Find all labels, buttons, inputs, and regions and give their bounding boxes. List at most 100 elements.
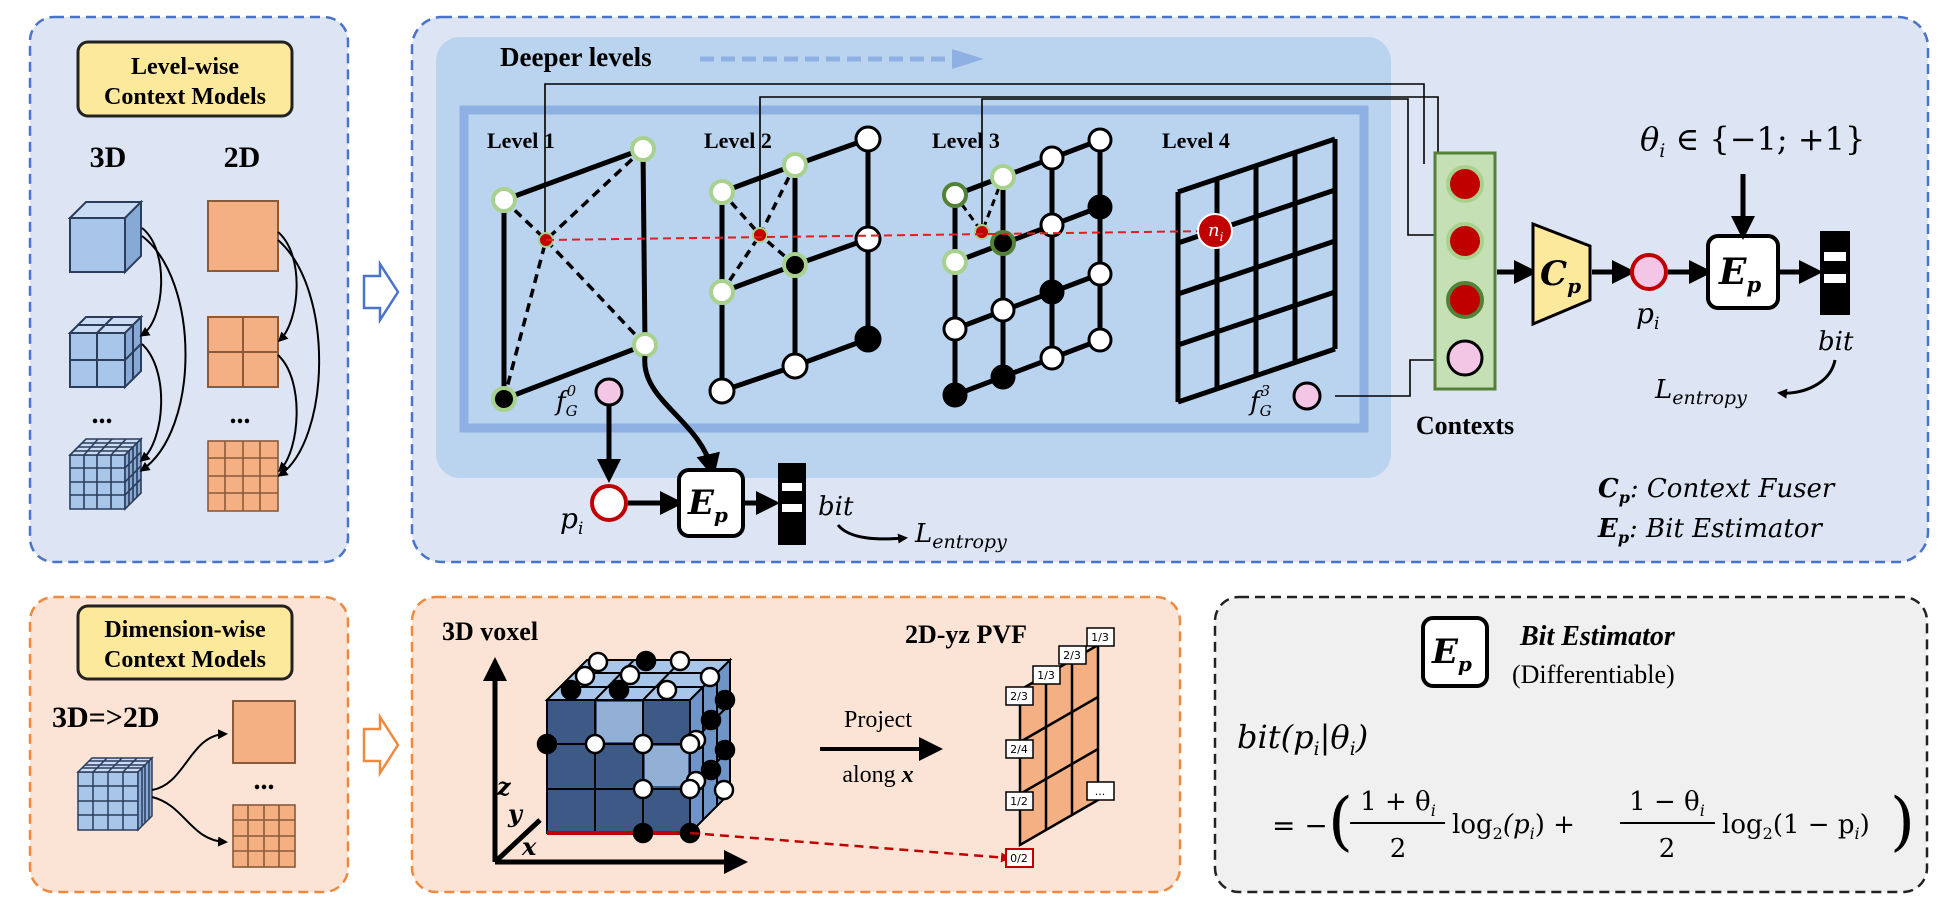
levelwise-title-line1: Level-wise	[131, 54, 239, 80]
project-label-1: Project	[844, 707, 912, 733]
formula-rhs: = − ( 1 + θi 2 log2(pi) + 1 − θi 2 log2(…	[1272, 785, 1915, 864]
level-1-graph	[491, 136, 658, 412]
fraction-label: 1/2	[1010, 795, 1028, 808]
projection-dashed-arrow	[689, 831, 1011, 863]
axis-x-label: x	[521, 832, 537, 861]
fraction-label: 2/3	[1063, 649, 1081, 662]
entropy-label-top: Lentropy	[1654, 375, 1747, 409]
prob-node-top	[1630, 253, 1668, 291]
dimwise-ellipsis: ...	[254, 765, 275, 796]
cp-label: Cp	[1540, 254, 1581, 298]
frac1-num: 1 + θi	[1360, 787, 1436, 820]
ep-label-bottom: Ep	[687, 483, 728, 527]
axis-y	[493, 818, 542, 864]
voxel-occupancy-nodes	[536, 650, 736, 844]
level-1-to-ep-arrow	[642, 355, 720, 478]
feature-f0-label: fG0	[554, 382, 578, 420]
log2: log2(1 − pi)	[1722, 810, 1870, 843]
bit-to-entropy-arrow-bottom	[836, 523, 908, 544]
bit-label-bottom: bit	[818, 492, 854, 522]
cp-block	[1531, 221, 1592, 327]
bit-stack-bottom	[778, 463, 806, 545]
level-3-graph	[952, 137, 1103, 398]
context-node-1	[1446, 165, 1484, 203]
context-node-3	[1446, 281, 1484, 319]
dimwise-title-box	[76, 604, 294, 681]
hollow-arrow-top	[362, 259, 400, 325]
feature-f3-node	[1292, 381, 1322, 411]
levelwise-2d-ellipsis: ...	[230, 399, 251, 430]
voxel-highlight-2	[645, 746, 688, 786]
voxel-label: 3D voxel	[442, 617, 538, 646]
estimator-ep-box	[1421, 616, 1489, 688]
deeper-levels-label: Deeper levels	[500, 42, 652, 72]
level-2-label: Level 2	[704, 128, 772, 153]
level-3-nodes	[942, 127, 1113, 408]
dimwise-square-fine	[232, 804, 296, 868]
level-1-label: Level 1	[487, 128, 555, 153]
prob-label-bottom: pi	[560, 502, 583, 539]
legend-ep: Ep: Bit Estimator	[1597, 514, 1824, 547]
levels-inner-box	[436, 37, 1391, 478]
context-node-4	[1446, 339, 1484, 377]
level-alignment-line	[545, 230, 1216, 241]
square-2d-fine	[207, 440, 279, 512]
entropy-label-bottom: Lentropy	[914, 519, 1007, 553]
fraction-label: 2/3	[1010, 690, 1028, 703]
cube-3d-medium	[67, 314, 144, 390]
estimator-subtitle: (Differentiable)	[1512, 660, 1675, 689]
bit-label-top: bit	[1818, 327, 1854, 357]
frac2-num: 1 − θi	[1629, 787, 1705, 820]
node-ni	[1197, 213, 1233, 249]
hollow-arrow-bottom	[362, 712, 400, 778]
bit-to-entropy-arrow-top	[1777, 359, 1837, 399]
log1: log2(pi) +	[1452, 810, 1575, 843]
dimwise-cube	[76, 756, 154, 832]
context-node-2	[1446, 222, 1484, 260]
pvf-fraction-labels: 1/3 2/3 1/3 2/3 2/4 1/2 ... 0/2	[1005, 627, 1115, 868]
levelwise-curved-arrows	[139, 227, 321, 477]
fraction-label: ...	[1095, 785, 1106, 798]
frac2-den: 2	[1659, 834, 1676, 864]
levelwise-3d-ellipsis: ...	[92, 399, 113, 430]
levels-frame	[459, 105, 1369, 433]
contexts-label: Contexts	[1416, 411, 1514, 440]
square-2d-coarse	[207, 200, 279, 272]
cube-3d-coarse	[67, 199, 144, 275]
context-connectors	[544, 83, 1447, 397]
voxel-highlight-1	[597, 702, 642, 742]
square-2d-medium	[207, 316, 279, 388]
estimator-ep-label: Ep	[1431, 632, 1472, 676]
dimwise-arrow-text: 3D=>2D	[52, 701, 160, 734]
level-2-nodes	[708, 125, 882, 405]
theta-label: θi ∈ {−1; +1}	[1640, 120, 1865, 162]
axis-y-label: y	[507, 799, 524, 828]
levelwise-panel	[28, 15, 350, 564]
prob-node-bottom	[590, 484, 628, 522]
bit-stack-top	[1820, 231, 1850, 315]
deeper-levels-arrow-head	[952, 49, 984, 69]
estimator-title: Bit Estimator	[1519, 621, 1676, 652]
project-label-2: along x	[842, 762, 913, 788]
ep-label-top: Ep	[1718, 251, 1761, 297]
estimator-panel	[1213, 595, 1929, 894]
level-4-label: Level 4	[1162, 128, 1230, 153]
dimwise-curved-arrows	[151, 729, 228, 847]
svg-text:(: (	[1328, 785, 1353, 859]
cube-3d-fine	[68, 437, 143, 511]
label-2d: 2D	[224, 141, 261, 174]
svg-text:): )	[1890, 785, 1915, 859]
ep-box-bottom	[677, 468, 745, 538]
fraction-label: 0/2	[1010, 852, 1028, 865]
dimwise-title-line2: Context Models	[104, 647, 266, 673]
feature-f0-node	[594, 377, 624, 407]
dimwise-title-line1: Dimension-wise	[104, 617, 266, 643]
svg-text:= −: = −	[1272, 809, 1328, 842]
levelwise-title-line2: Context Models	[104, 84, 266, 110]
frac1-den: 2	[1390, 834, 1407, 864]
node-ni-label: ni	[1208, 220, 1224, 244]
feature-f3-label: fG3	[1248, 382, 1272, 420]
axis-z-label: z	[496, 772, 512, 801]
fraction-label: 2/4	[1010, 743, 1028, 756]
